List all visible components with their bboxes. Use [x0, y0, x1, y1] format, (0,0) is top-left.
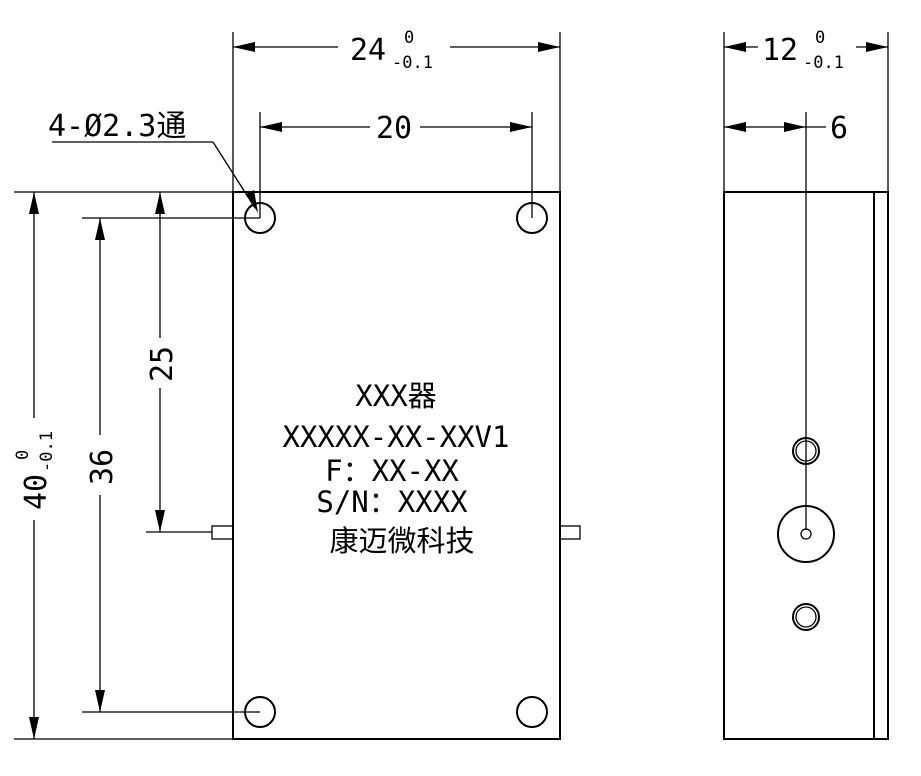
hole-spacing-y-value: 36 — [85, 449, 120, 485]
connector-outer — [777, 505, 835, 563]
side-hole-lower — [792, 603, 820, 631]
hole-callout: 4-Ø2.3通 — [48, 109, 258, 213]
side-hole-lower-inner — [795, 606, 817, 628]
width-lower-tol: -0.1 — [392, 53, 433, 73]
dimension-side-center: 6 — [724, 111, 848, 146]
side-width-upper-tol: 0 — [815, 28, 825, 48]
right-pin — [559, 525, 581, 540]
height-value: 40 — [19, 474, 54, 510]
side-width-lower-tol: -0.1 — [803, 53, 844, 73]
side-center-value: 6 — [830, 111, 848, 146]
pin-offset-value: 25 — [145, 346, 180, 382]
dimension-hole-spacing-y: 36 — [82, 217, 260, 713]
left-pin — [211, 525, 234, 540]
hole-spacing-x-value: 20 — [376, 111, 412, 146]
side-width-value: 12 — [762, 33, 798, 68]
dimension-hole-spacing-x: 20 — [259, 111, 533, 218]
front-view-body — [232, 191, 561, 740]
mounting-hole-bottom-right — [516, 696, 548, 728]
width-upper-tol: 0 — [404, 28, 414, 48]
label-line-4: S/N：XXXX — [316, 485, 468, 519]
label-line-2: XXXXX-XX-XXV1 — [283, 420, 510, 454]
label-line-1: XXX器 — [355, 379, 436, 413]
side-view — [723, 112, 889, 740]
front-view: XXX器 XXXXX-XX-XXV1 F：XX-XX S/N：XXXX 康迈微科… — [211, 191, 581, 740]
dimension-overall-width: 24 0 -0.1 — [232, 28, 561, 192]
dimension-pin-offset: 25 — [145, 192, 212, 533]
label-line-5: 康迈微科技 — [329, 524, 474, 558]
side-hole-upper-inner — [795, 440, 817, 462]
connector-pin — [800, 528, 812, 540]
height-lower-tol: -0.1 — [37, 431, 57, 472]
label-line-3: F：XX-XX — [325, 454, 459, 488]
height-upper-tol: 0 — [13, 450, 33, 460]
dimension-side-width: 12 0 -0.1 — [723, 28, 889, 192]
hole-callout-text: 4-Ø2.3通 — [48, 109, 186, 144]
width-value: 24 — [350, 33, 386, 68]
side-hole-upper — [792, 437, 820, 465]
dimension-overall-height: 40 0 -0.1 — [13, 191, 233, 740]
